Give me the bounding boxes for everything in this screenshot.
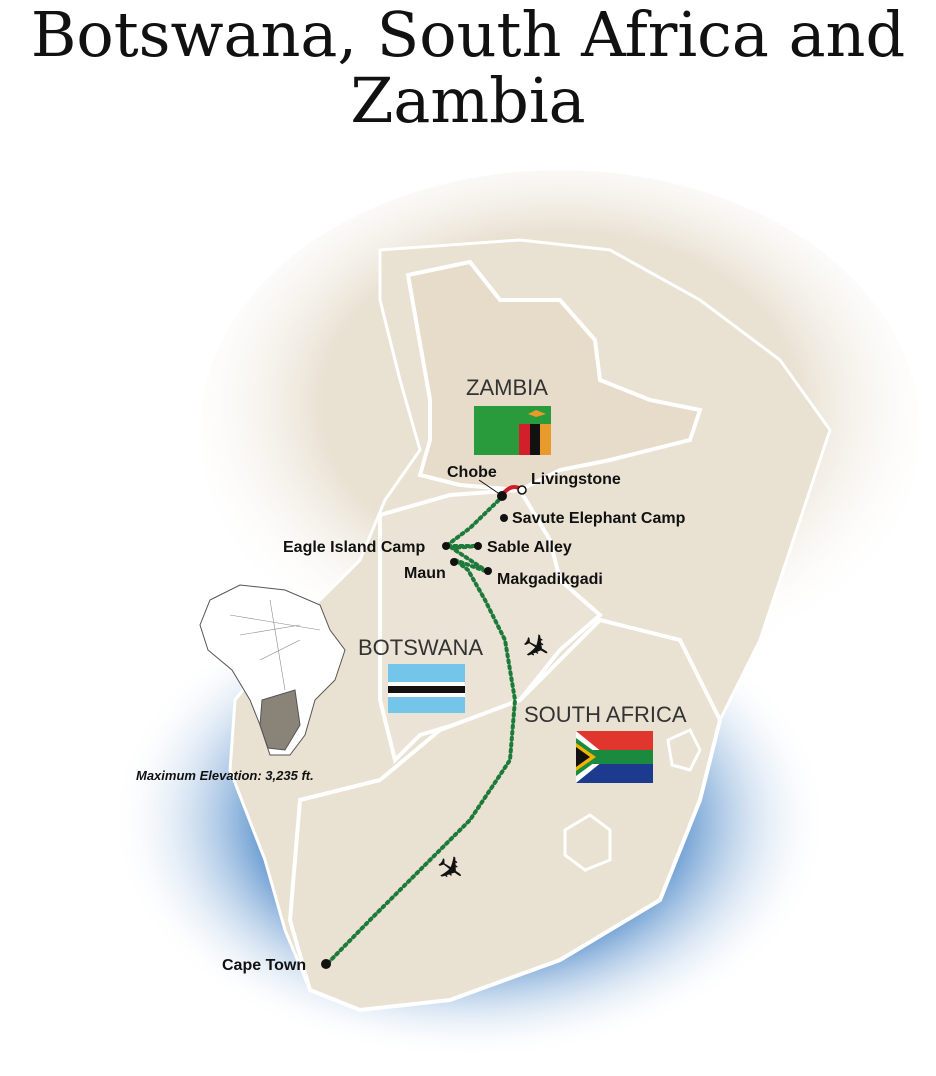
lesotho-region xyxy=(563,813,612,872)
eagle-island-marker xyxy=(442,542,450,550)
city-label-savute: Savute Elephant Camp xyxy=(512,510,686,527)
city-label-cape-town: Cape Town xyxy=(222,957,306,974)
africa-locator-map xyxy=(199,584,346,756)
cape-town-marker xyxy=(321,959,331,969)
city-label-sable-alley: Sable Alley xyxy=(487,539,572,556)
map-title-line-2: Zambia xyxy=(350,64,586,137)
city-label-eagle-island: Eagle Island Camp xyxy=(283,539,425,556)
south-africa-region xyxy=(287,617,723,1013)
zambia-flag xyxy=(474,406,551,455)
city-label-maun: Maun xyxy=(404,565,446,582)
botswana-flag xyxy=(388,664,465,713)
map-title-line-1: Botswana, South Africa and xyxy=(30,0,906,71)
city-label-makgadikgadi: Makgadikgadi xyxy=(497,571,603,588)
country-label-south-africa: SOUTH AFRICA xyxy=(524,702,687,727)
south-africa-flag xyxy=(576,731,653,783)
sable-alley-marker xyxy=(474,542,482,550)
elevation-note: Maximum Elevation: 3,235 ft. xyxy=(136,768,314,783)
city-label-chobe: Chobe xyxy=(447,464,497,481)
country-label-botswana: BOTSWANA xyxy=(358,635,483,660)
city-label-livingstone: Livingstone xyxy=(531,471,621,488)
eswatini-region xyxy=(666,728,702,772)
country-label-zambia: ZAMBIA xyxy=(466,375,548,400)
livingstone-marker xyxy=(517,485,527,495)
maun-marker xyxy=(450,558,458,566)
chobe-leader-line xyxy=(478,479,502,496)
route-path xyxy=(326,558,518,965)
savute-marker xyxy=(500,514,508,522)
makgadikgadi-marker xyxy=(484,567,492,575)
map-title: Botswana, South Africa and Zambia xyxy=(0,2,936,134)
chobe-marker xyxy=(497,491,507,501)
